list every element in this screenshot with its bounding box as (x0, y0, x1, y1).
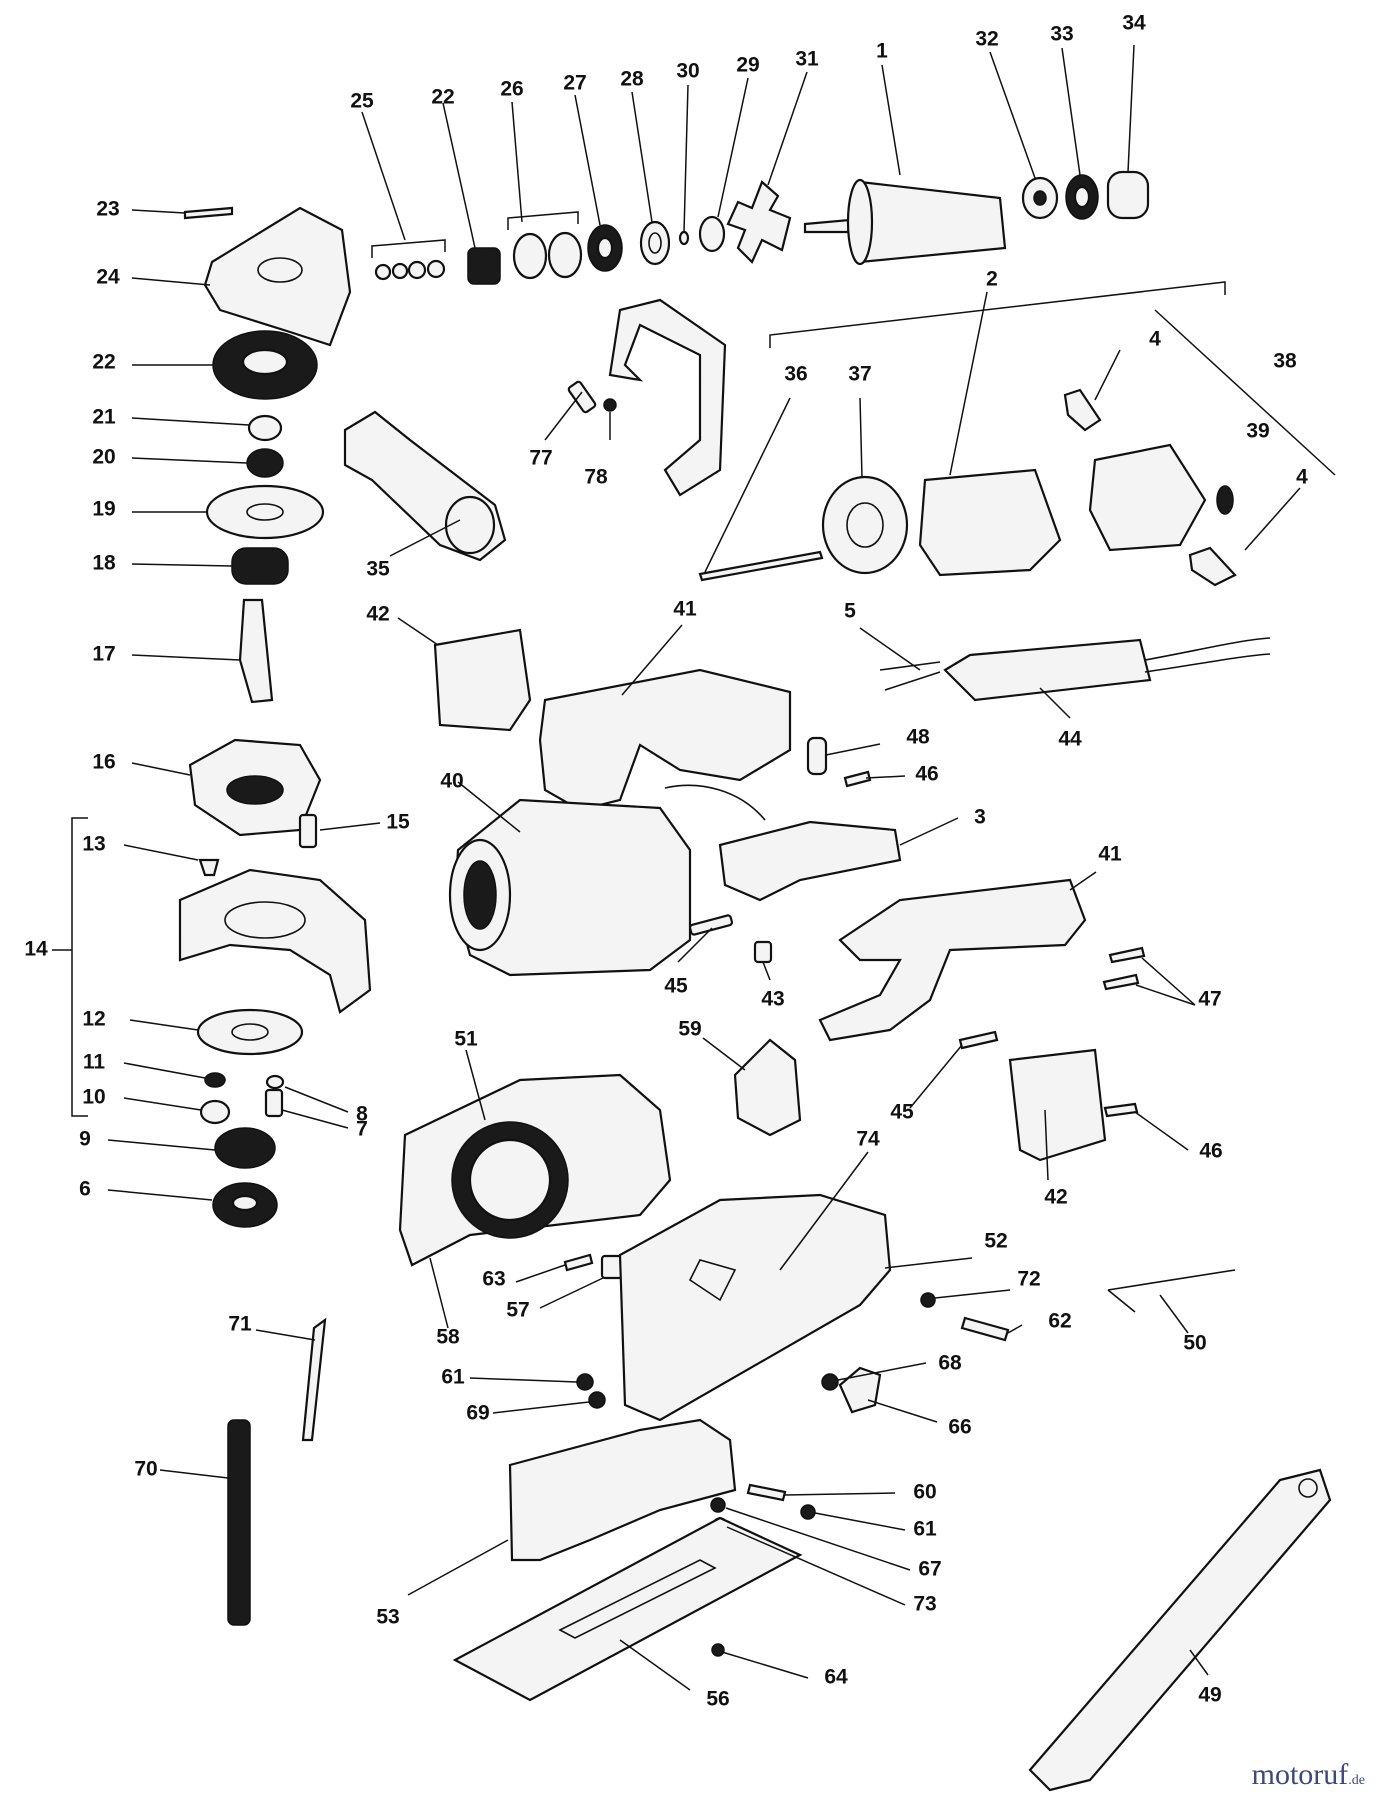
callout-26: 26 (500, 78, 523, 101)
callout-12: 12 (82, 1008, 105, 1031)
callout-41-top: 41 (673, 598, 697, 621)
watermark-tld: .de (1348, 1773, 1365, 1788)
callout-23: 23 (96, 198, 119, 221)
callout-42-top: 42 (366, 603, 389, 626)
callout-36: 36 (784, 363, 807, 386)
callout-73: 73 (913, 1593, 936, 1616)
callout-18: 18 (92, 552, 116, 575)
callout-66: 66 (948, 1416, 971, 1439)
callout-28: 28 (620, 68, 644, 91)
callout-60: 60 (913, 1481, 936, 1504)
callout-35: 35 (366, 558, 390, 581)
callout-46-top: 46 (915, 763, 938, 786)
callout-61-right: 61 (913, 1518, 937, 1541)
callout-3: 3 (974, 806, 986, 829)
callout-25: 25 (350, 90, 374, 113)
callout-37: 37 (848, 363, 871, 386)
callout-78: 78 (584, 466, 608, 489)
callout-49: 49 (1198, 1684, 1221, 1707)
callout-27: 27 (563, 72, 586, 95)
callout-13: 13 (82, 833, 105, 856)
callout-7: 7 (356, 1118, 368, 1141)
callout-45-bottom: 45 (890, 1101, 914, 1124)
callout-74: 74 (856, 1128, 880, 1151)
callout-4: 4 (1149, 328, 1161, 351)
callout-52: 52 (984, 1230, 1007, 1253)
callout-58: 58 (436, 1326, 460, 1349)
watermark-brand: motoruf (1251, 1758, 1349, 1791)
callout-20: 20 (92, 446, 115, 469)
callout-39: 39 (1246, 420, 1269, 443)
callout-32: 32 (975, 28, 998, 51)
callout-4b: 4 (1296, 466, 1308, 489)
callout-11: 11 (83, 1051, 106, 1074)
callout-14: 14 (24, 938, 48, 961)
callout-17: 17 (92, 643, 115, 666)
callout-10: 10 (82, 1086, 105, 1109)
callout-9: 9 (79, 1128, 91, 1151)
callout-77: 77 (529, 447, 552, 470)
callout-5: 5 (844, 600, 856, 623)
callout-57: 57 (506, 1299, 529, 1322)
callout-33: 33 (1050, 23, 1073, 46)
callout-68: 68 (938, 1352, 962, 1375)
callout-29: 29 (736, 54, 759, 77)
callout-44: 44 (1058, 728, 1082, 751)
callout-59: 59 (678, 1018, 701, 1041)
callout-61-left: 61 (441, 1366, 465, 1389)
callout-45-top: 45 (664, 975, 688, 998)
callout-53: 53 (376, 1606, 399, 1629)
callout-42-bottom: 42 (1044, 1186, 1067, 1209)
callout-47: 47 (1198, 988, 1221, 1011)
callout-34: 34 (1122, 12, 1146, 35)
callout-72: 72 (1017, 1268, 1040, 1291)
watermark-logo: motoruf.de (1252, 1758, 1365, 1792)
callout-22-pinion: 22 (431, 86, 454, 109)
callout-2: 2 (986, 268, 998, 291)
callout-38: 38 (1273, 350, 1297, 373)
callout-50: 50 (1183, 1332, 1206, 1355)
parts-illustrations (178, 170, 1332, 1792)
callout-8: 8 (356, 1103, 368, 1126)
callout-71: 71 (228, 1313, 252, 1336)
callout-6: 6 (79, 1178, 91, 1201)
callout-19: 19 (92, 498, 115, 521)
callout-69: 69 (466, 1402, 489, 1425)
callout-63: 63 (482, 1268, 505, 1291)
callout-56: 56 (706, 1688, 729, 1711)
callout-48: 48 (906, 726, 930, 749)
callout-70: 70 (134, 1458, 157, 1481)
callout-labels: 1 2 3 4 4 5 6 7 8 9 10 11 12 13 14 15 16… (24, 12, 1308, 1711)
callout-21: 21 (92, 406, 116, 429)
callout-31: 31 (795, 48, 819, 71)
callout-24: 24 (96, 266, 120, 289)
callout-67: 67 (918, 1558, 941, 1581)
leader-lines (52, 44, 1336, 1691)
callout-64: 64 (824, 1666, 848, 1689)
callout-46-bottom: 46 (1199, 1140, 1222, 1163)
callout-30: 30 (676, 60, 699, 83)
callout-22-gear: 22 (92, 351, 115, 374)
callout-51: 51 (454, 1028, 478, 1051)
callout-40: 40 (440, 770, 463, 793)
callout-41-bottom: 41 (1098, 843, 1122, 866)
callout-15: 15 (386, 811, 410, 834)
callout-43: 43 (761, 988, 784, 1011)
callout-16: 16 (92, 751, 115, 774)
callout-62: 62 (1048, 1310, 1071, 1333)
callout-1: 1 (876, 40, 888, 63)
